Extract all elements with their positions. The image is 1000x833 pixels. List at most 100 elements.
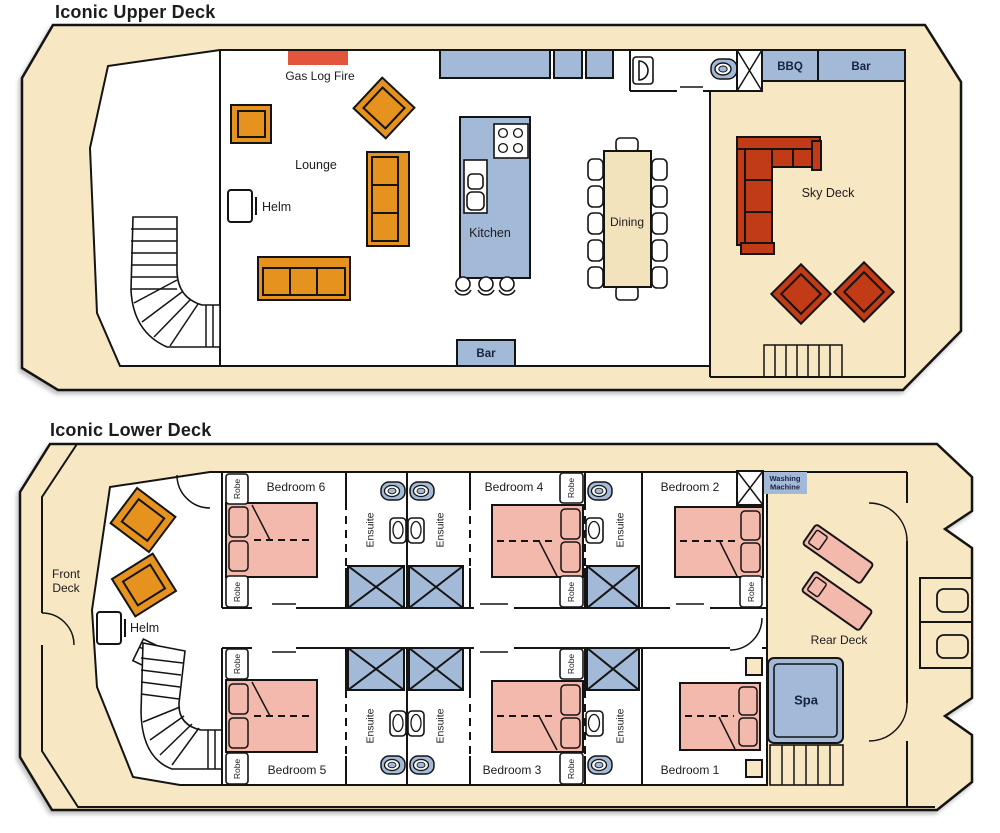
shower-icon bbox=[408, 647, 464, 691]
helm-label: Helm bbox=[262, 200, 291, 214]
stove-icon bbox=[493, 123, 529, 159]
ensuites: Ensuite Ensuite Ensuite Ensuite Ensuite … bbox=[347, 481, 640, 775]
shower-icon bbox=[586, 647, 640, 691]
robe-cabinet: Robe bbox=[225, 473, 249, 505]
bow-gunwale-line bbox=[41, 443, 935, 808]
shower-icon bbox=[408, 565, 464, 609]
svg-text:Robe: Robe bbox=[232, 479, 242, 500]
sky-deck-steps bbox=[763, 344, 843, 378]
lower-deck-title: Iconic Lower Deck bbox=[50, 420, 212, 440]
dining-table bbox=[603, 150, 652, 288]
bed-bedroom-6 bbox=[225, 502, 318, 578]
appliance bbox=[585, 49, 614, 79]
helm-console bbox=[96, 611, 122, 645]
robe-cabinet: Robe bbox=[559, 752, 584, 785]
bow-armchair bbox=[110, 552, 178, 618]
toilet-icon bbox=[380, 755, 406, 775]
svg-text:Robe: Robe bbox=[746, 582, 756, 603]
bar-island bbox=[456, 339, 516, 367]
sink-icon bbox=[389, 710, 407, 737]
ensuite-label: Ensuite bbox=[365, 512, 377, 547]
lounge-label: Lounge bbox=[295, 158, 337, 172]
toilet-icon bbox=[380, 481, 406, 501]
sink-icon bbox=[389, 517, 407, 544]
bedroom-6-label: Bedroom 6 bbox=[267, 480, 326, 494]
stools bbox=[454, 276, 516, 296]
svg-text:Robe: Robe bbox=[566, 478, 576, 499]
upper-stairs-treads bbox=[131, 228, 214, 347]
kitchen-label: Kitchen bbox=[469, 226, 511, 240]
upper-deck-title: Iconic Upper Deck bbox=[55, 2, 216, 22]
sky-deck-label: Sky Deck bbox=[802, 186, 856, 200]
sun-lounger bbox=[802, 524, 874, 584]
toilet-icon bbox=[587, 481, 613, 501]
shower-icon bbox=[347, 647, 405, 691]
bed-bedroom-3 bbox=[491, 680, 584, 753]
stern-hatch bbox=[919, 577, 973, 623]
robe-cabinet: Robe bbox=[225, 575, 249, 608]
sink-icon bbox=[585, 710, 604, 737]
ensuite-label: Ensuite bbox=[435, 708, 447, 743]
spa-steps bbox=[769, 744, 844, 786]
appliance bbox=[553, 49, 583, 79]
upper-toilet-room bbox=[629, 49, 763, 92]
ensuite-label: Ensuite bbox=[365, 708, 377, 743]
bbq-label: BBQ bbox=[777, 61, 803, 73]
svg-text:Robe: Robe bbox=[232, 759, 242, 780]
sky-deck-chair bbox=[832, 260, 896, 324]
sky-deck: Sky Deck bbox=[736, 136, 896, 378]
toilet-icon bbox=[409, 755, 435, 775]
sink-icon bbox=[585, 517, 604, 544]
bedside-step bbox=[745, 759, 763, 778]
lower-stairs-treads bbox=[140, 657, 216, 769]
rear-deck-label: Rear Deck bbox=[811, 633, 869, 647]
bedroom-5-label: Bedroom 5 bbox=[268, 763, 327, 777]
bedroom-1-label: Bedroom 1 bbox=[661, 763, 720, 777]
bedroom-4-label: Bedroom 4 bbox=[485, 480, 544, 494]
svg-text:Robe: Robe bbox=[232, 582, 242, 603]
galley-counters bbox=[439, 49, 614, 79]
helm-station bbox=[227, 189, 257, 223]
robe-cabinet: Robe bbox=[739, 575, 763, 608]
helm-seat bbox=[227, 189, 253, 223]
bed-bedroom-5 bbox=[225, 679, 318, 753]
svg-text:Robe: Robe bbox=[566, 654, 576, 675]
robe-cabinet: Robe bbox=[225, 648, 249, 680]
cabin-entry-door-arc bbox=[176, 474, 211, 509]
robe-cabinet: Robe bbox=[559, 472, 584, 504]
lounge-sofa-vertical bbox=[366, 151, 410, 247]
sink-icon bbox=[407, 517, 425, 544]
kitchen-island: Kitchen bbox=[454, 116, 531, 296]
ensuite-label: Ensuite bbox=[615, 708, 627, 743]
bed-bedroom-1 bbox=[679, 682, 761, 751]
bedroom-3-label: Bedroom 3 bbox=[483, 763, 542, 777]
upper-deck: Iconic Upper Deck bbox=[20, 2, 963, 392]
toilet-icon bbox=[587, 755, 613, 775]
stern-hatch bbox=[919, 621, 973, 669]
sun-lounger bbox=[801, 571, 873, 631]
sky-deck-l-sofa bbox=[736, 136, 822, 255]
robe-cabinet: Robe bbox=[225, 752, 249, 785]
robes: Robe Robe Robe Robe Robe Robe Robe Robe … bbox=[225, 472, 763, 785]
robe-cabinet: Robe bbox=[559, 575, 584, 608]
svg-text:Robe: Robe bbox=[566, 582, 576, 603]
lounge-sofa-horizontal bbox=[257, 256, 351, 301]
shower-icon bbox=[347, 565, 405, 609]
bar-top-label: Bar bbox=[851, 61, 871, 73]
bow-armchair bbox=[109, 486, 177, 554]
counter bbox=[439, 49, 551, 79]
bedside-step bbox=[745, 657, 763, 676]
bed-bedroom-2 bbox=[674, 506, 764, 578]
lounge-armchair bbox=[230, 104, 272, 144]
gas-log-fire bbox=[288, 51, 348, 65]
kitchen-sink-icon bbox=[463, 159, 488, 214]
washing-machine-tag bbox=[764, 472, 807, 494]
gas-log-fire-label: Gas Log Fire bbox=[285, 69, 355, 83]
robe-cabinet: Robe bbox=[559, 648, 584, 680]
toilet-icon bbox=[710, 58, 738, 80]
ensuite-label: Ensuite bbox=[615, 512, 627, 547]
